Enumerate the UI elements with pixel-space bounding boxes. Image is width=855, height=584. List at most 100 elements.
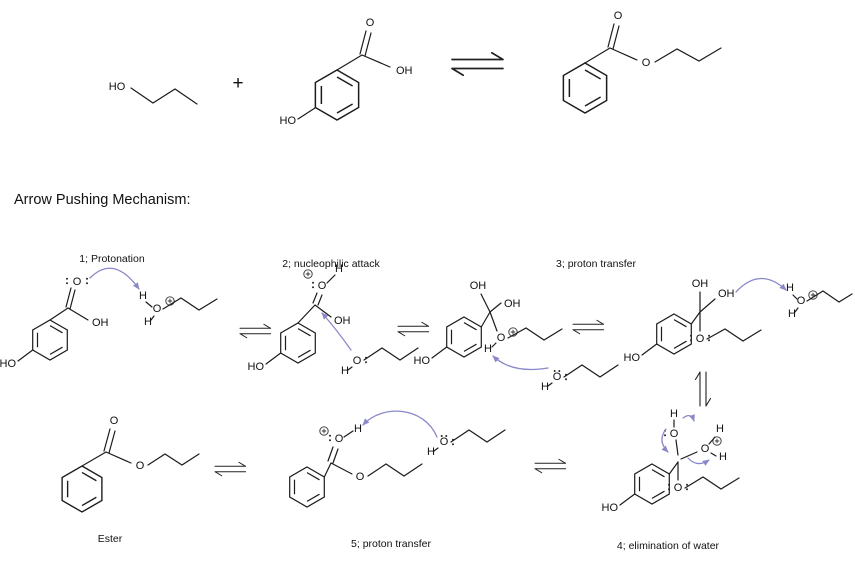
atom-label-o: O [335,433,344,445]
atom-label-oh: OH [504,298,521,310]
o-h-bond [491,342,497,348]
propyl-chain-bond [806,290,853,303]
intermediate-tetrahedral: OH OH HO O H O H [624,277,853,364]
atom-label-oh: OH [92,317,109,329]
propyl-chain-bond [162,297,218,311]
step5-label: 5; proton transfer [351,538,431,550]
atom-label-h: H [541,381,549,393]
atom-label-oh: OH [470,280,487,292]
step4-elimination-of-water: 4; elimination of water H O O H H HO O [602,408,740,552]
atom-label-ho: HO [602,502,619,514]
c-o-double-bond [327,446,339,464]
atom-label-h: H [786,282,794,294]
ring-ho-bond [619,493,636,506]
atom-label-h: H [341,365,349,377]
propyl-chain-bond [684,476,740,490]
atom-label-h: H [788,308,796,320]
atom-label-o: O [440,436,449,448]
equilibrium-arrow-4 [214,461,247,477]
o-h-bond [326,274,336,284]
step2-label: 2; nucleophilic attack [282,258,380,270]
atom-label-o: O [136,460,145,472]
atom-label-o: O [642,57,651,69]
ring-c-bond [690,311,701,325]
c-o-ester-bond [330,462,353,475]
c-water-bond [680,451,698,460]
propyl-chain-bond [363,347,419,361]
atom-label-h: H [354,423,362,435]
c-o-ester-bond [609,47,638,61]
plus-charge-icon [303,269,313,279]
atom-label-o: O [614,10,623,22]
reactant-4-hydroxybenzoic-acid: O OH HO [280,17,413,127]
atom-label-oh: OH [718,288,735,300]
atom-label-ho: HO [414,355,431,367]
o-h-bond [433,447,439,452]
ring-c-bond [323,462,332,478]
atom-label-o: O [318,280,327,292]
atom-label-o: O [696,333,705,345]
o-h-bond [792,294,798,300]
o-h-bond [710,452,717,457]
carbonyl-double-bond [607,23,620,50]
product-ester: O O Ester [61,415,200,545]
c-o-bond [489,311,498,332]
ring-ho-bond [17,349,34,362]
o-h-bond [343,430,354,438]
atom-label-ho: HO [280,115,297,127]
atom-label-o: O [356,471,365,483]
plus-charge-icon [165,296,175,306]
ring-ho-bond [297,107,316,120]
propyl-chain-bond [130,87,198,105]
propyl-chain-bond [367,463,423,477]
benzene-ring [446,316,482,358]
o-h-bond [708,436,716,445]
atom-label-o: O [701,443,710,455]
curved-arrow-protonation [89,267,140,290]
equilibrium-arrow-vertical [694,371,712,407]
curved-arrow-lone-pair [661,428,669,453]
c-oh-bond [67,307,89,321]
step1-protonation: 1; Protonation O OH HO H O H [0,253,218,370]
o-h-bond [150,315,155,321]
atom-label-h: H [716,423,724,435]
c-oh-bond [314,304,332,318]
c-oh-bond [699,298,716,313]
o-h-bond [547,382,553,387]
step3-label: 3; proton transfer [556,258,636,270]
lone-pair-icon [312,281,314,289]
atom-label-o: O [670,428,679,440]
reactant-propanol: HO [109,81,198,105]
atom-label-o: O [110,415,119,427]
section-title: Arrow Pushing Mechanism: [14,192,191,208]
benzene-ring [289,466,325,508]
curved-arrow-attack [321,312,352,351]
propyl-chain-bond [147,453,200,466]
benzene-ring [314,69,360,121]
ring-c-bond [668,461,679,475]
atom-label-h: H [335,263,343,275]
atom-label-h: H [719,451,727,463]
atom-label-h: H [427,446,435,458]
atom-label-oh: OH [692,278,709,290]
atom-label-h: H [139,290,147,302]
ring-carbonyl-bond [584,47,611,64]
atom-label-h: H [144,316,152,328]
atom-label-ho: HO [624,352,641,364]
benzene-ring [32,319,68,361]
ring-ho-bond [431,346,448,359]
step4-label: 4; elimination of water [617,540,720,552]
atom-label-o: O [797,295,806,307]
atom-label-ho: HO [109,81,126,93]
atom-label-o: O [366,17,375,29]
step5-proton-transfer: 5; proton transfer O H O O H [289,410,506,550]
atom-label-o: O [153,303,162,315]
step2-nucleophilic-attack: 2; nucleophilic attack O H OH HO O H [248,258,419,377]
atom-label-ho: HO [248,361,265,373]
equilibrium-arrow-1 [239,323,272,339]
lone-pair-icon [66,277,68,285]
o-h-bond [347,366,353,371]
lone-pair-icon [329,434,331,442]
propyl-chain-bond [563,364,619,378]
